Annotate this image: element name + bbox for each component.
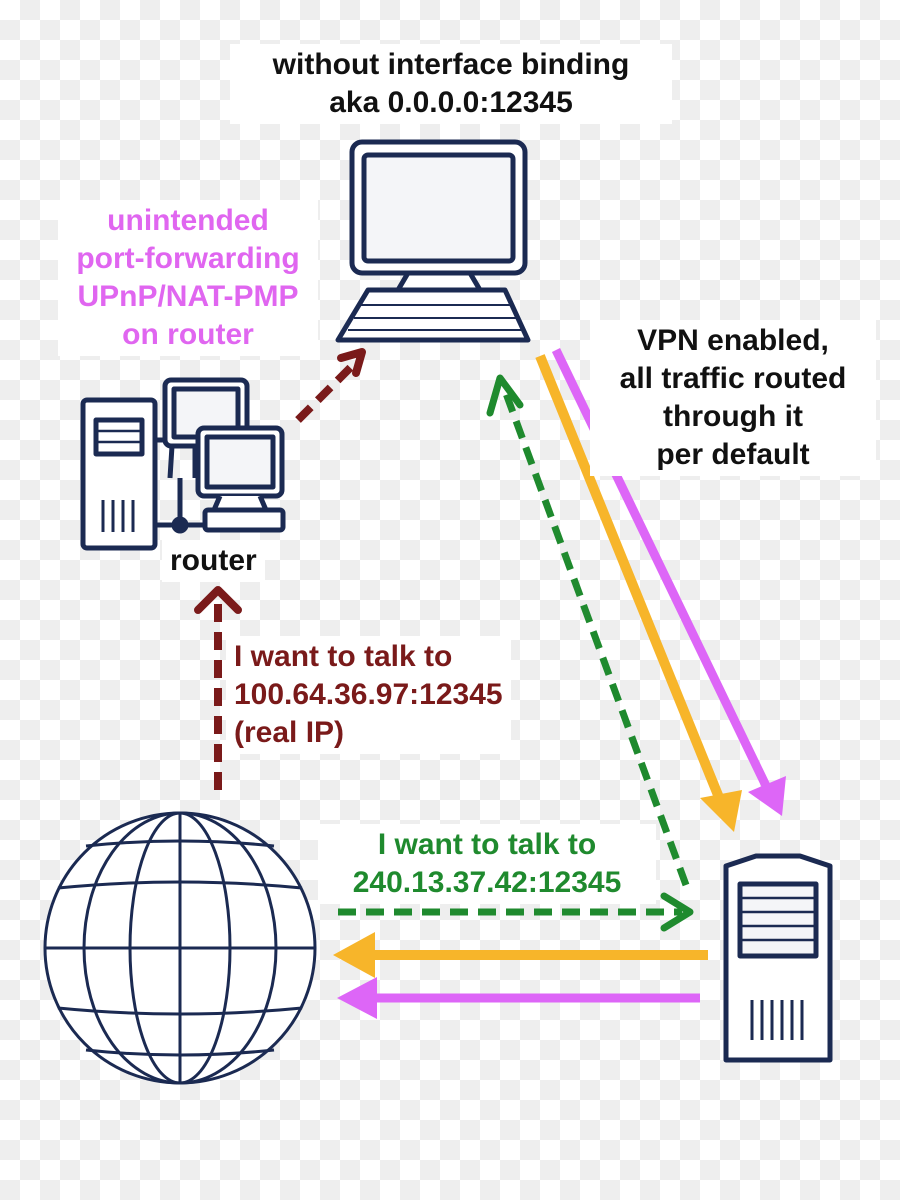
- vpn-traffic-violet-left-arrow: [337, 977, 700, 1019]
- upnp-note: unintended port-forwarding UPnP/NAT-PMP …: [58, 200, 318, 356]
- note-line: UPnP/NAT-PMP: [77, 280, 299, 313]
- real-ip-arrow: [194, 586, 242, 790]
- note-line: I want to talk to: [377, 828, 597, 861]
- note-line: I want to talk to: [234, 640, 453, 673]
- note-line: on router: [122, 318, 254, 351]
- router-label-text: router: [170, 544, 257, 577]
- vpn-traffic-orange-left-arrow: [333, 932, 708, 978]
- note-line: aka 0.0.0.0:12345: [329, 86, 573, 119]
- note-line: port-forwarding: [76, 242, 300, 275]
- vpn-note: VPN enabled, all traffic routed through …: [590, 320, 876, 476]
- note-line: through it: [663, 400, 803, 433]
- note-line: all traffic routed: [619, 362, 847, 395]
- server-icon: [723, 853, 833, 1063]
- real-ip-note: I want to talk to 100.64.36.97:12345 (re…: [226, 636, 511, 754]
- vpn-ip-inbound-arrow: [338, 892, 694, 932]
- vpn-ip-note: I want to talk to 240.13.37.42:12345: [318, 824, 656, 904]
- note-line: VPN enabled,: [637, 324, 829, 357]
- port-forwarding-arrow: [295, 348, 366, 423]
- router-label: router: [162, 540, 265, 582]
- note-line: 100.64.36.97:12345: [234, 678, 503, 711]
- vpn-forward-arrow: [486, 374, 690, 887]
- note-line: without interface binding: [272, 48, 630, 81]
- note-line: 240.13.37.42:12345: [352, 866, 622, 899]
- note-line: (real IP): [234, 716, 345, 749]
- vpn-traffic-orange-down-arrow: [535, 354, 742, 832]
- desktop-computer-icon: [335, 139, 531, 343]
- globe-icon: [43, 811, 317, 1085]
- router-icon: [80, 377, 286, 551]
- note-line: unintended: [107, 204, 269, 237]
- note-line: per default: [656, 438, 810, 471]
- interface-binding-note: without interface binding aka 0.0.0.0:12…: [230, 44, 672, 124]
